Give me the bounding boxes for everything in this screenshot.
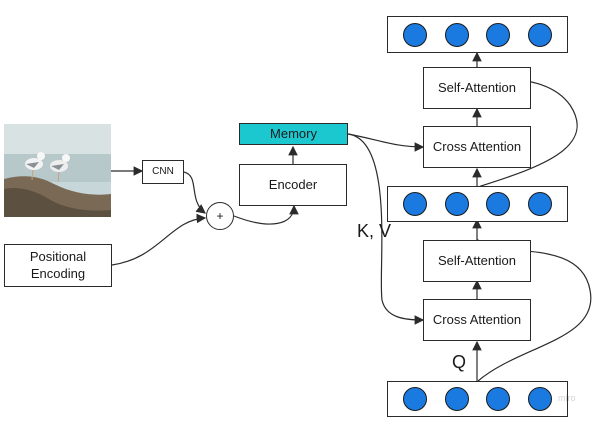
- neuron: [444, 387, 469, 411]
- neuron: [528, 22, 553, 47]
- neuron: [486, 192, 511, 216]
- neuron: [528, 387, 553, 411]
- cnn-box: CNN: [142, 160, 184, 184]
- add-operator: +: [206, 202, 234, 230]
- neuron: [444, 192, 469, 216]
- cross-attention-bottom: Cross Attention: [423, 299, 531, 341]
- memory-to-cross-top-arrow: [347, 133, 425, 152]
- neuron: [486, 22, 511, 47]
- self-attention-top: Self-Attention: [423, 67, 531, 109]
- neuron: [528, 192, 553, 216]
- input-image-seagulls: [4, 124, 111, 217]
- neuron-row-bottom: [387, 381, 568, 417]
- cross-attention-top: Cross Attention: [423, 126, 531, 168]
- encoder-box: Encoder: [239, 164, 347, 206]
- posenc-to-plus-arrow: [111, 213, 207, 266]
- neuron: [486, 387, 511, 411]
- q-label: Q: [452, 352, 467, 372]
- self-attention-bottom: Self-Attention: [423, 240, 531, 282]
- neuron-row-middle: [387, 186, 568, 222]
- memory-box: Memory: [239, 123, 348, 145]
- memory-to-cross-bottom-arrow: [347, 133, 425, 325]
- miro-watermark: miro: [558, 393, 576, 403]
- neuron: [402, 22, 427, 47]
- positional-encoding-box: Positional Encoding: [4, 244, 112, 287]
- neuron: [444, 22, 469, 47]
- neuron: [402, 192, 427, 216]
- neuron: [402, 387, 427, 411]
- neuron-row-top: [387, 16, 568, 53]
- cnn-to-plus-arrow: [183, 171, 206, 214]
- kv-label: K, V: [357, 221, 392, 241]
- plus-to-encoder-arrow: [233, 204, 299, 225]
